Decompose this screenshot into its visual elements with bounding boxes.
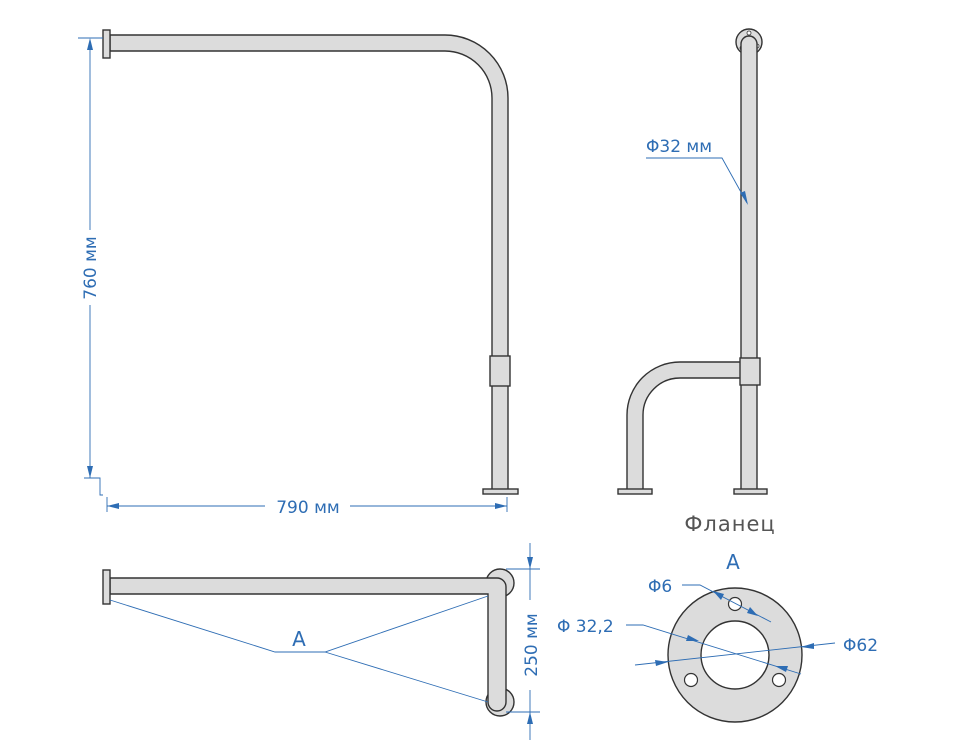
wall-flange — [102, 29, 111, 59]
side-view: Φ32 мм — [617, 28, 768, 495]
callout-a: A — [292, 627, 306, 651]
pipe-diameter-label: Φ32 мм — [646, 137, 712, 157]
mount-hole — [771, 672, 787, 688]
sleeve — [489, 355, 511, 387]
floor-flange — [482, 488, 519, 495]
front-view: 760 мм 790 мм — [78, 29, 519, 518]
flange-detail: Фланец A Φ6 Φ 32,2 Φ62 — [557, 512, 878, 723]
height-dimension: 760 мм — [81, 236, 101, 300]
flange-view-label: A — [726, 550, 740, 574]
side-branch-pipe — [626, 361, 742, 491]
front-handrail — [109, 34, 509, 491]
flange-title: Фланец — [684, 512, 775, 536]
mount-hole — [683, 672, 699, 688]
top-view-wall-flange — [102, 569, 111, 605]
width-dimension: 790 мм — [276, 498, 340, 518]
outer-diameter-label: Φ62 — [843, 636, 878, 656]
side-foot-flange-left — [617, 488, 653, 495]
flange-inner-hole — [700, 620, 770, 690]
side-sleeve — [739, 357, 761, 386]
hole-diameter-label: Φ6 — [648, 577, 672, 597]
top-view-handrail — [109, 577, 507, 712]
inner-diameter-label: Φ 32,2 — [557, 617, 614, 637]
side-foot-flange-right — [733, 488, 768, 495]
side-vertical-pipe — [740, 35, 758, 491]
top-view: A 250 мм — [102, 543, 542, 740]
depth-dimension: 250 мм — [522, 613, 542, 677]
mount-hole — [727, 596, 743, 612]
